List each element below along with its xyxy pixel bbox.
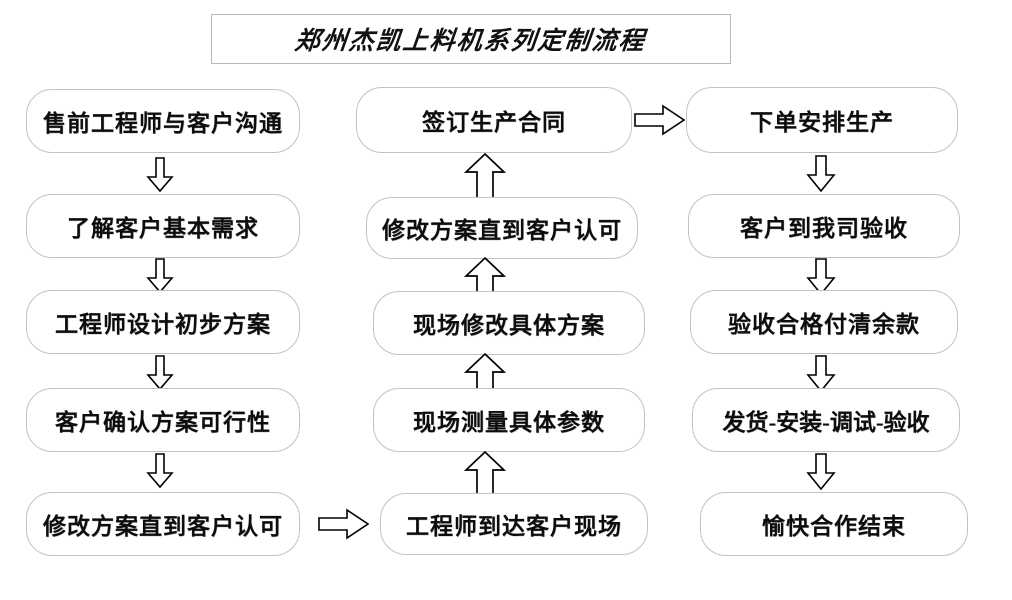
node-label: 售前工程师与客户沟通	[43, 111, 283, 136]
node-label: 现场测量具体参数	[413, 410, 605, 435]
arrow-down-icon	[146, 157, 174, 193]
arrow-up-icon	[464, 450, 506, 495]
node-engineer-arrive[interactable]: 工程师到达客户现场	[380, 493, 648, 555]
node-label: 工程师到达客户现场	[406, 514, 622, 539]
arrow-c3-r4-r5	[805, 453, 837, 491]
node-customer-inspection[interactable]: 客户到我司验收	[688, 194, 960, 258]
node-ship-install-debug-accept[interactable]: 发货-安装-调试-验收	[692, 388, 960, 452]
node-label: 发货-安装-调试-验收	[722, 410, 930, 435]
node-revise-until-approved-1[interactable]: 修改方案直到客户认可	[26, 492, 300, 556]
arrow-c1-r4-r5	[145, 453, 175, 489]
arrow-c3-r2-r3	[805, 258, 837, 296]
arrow-right-icon	[318, 508, 370, 540]
arrow-right-icon	[634, 104, 686, 136]
node-label: 修改方案直到客户认可	[43, 514, 283, 539]
node-label: 了解客户基本需求	[67, 216, 259, 241]
chart-title: 郑州杰凯上料机系列定制流程	[293, 28, 648, 55]
node-pay-balance[interactable]: 验收合格付清余款	[690, 290, 958, 354]
arrow-c2-to-c3	[634, 103, 686, 137]
node-place-order[interactable]: 下单安排生产	[686, 87, 958, 153]
node-label: 客户确认方案可行性	[55, 410, 271, 435]
arrow-down-icon	[146, 355, 174, 391]
node-label: 愉快合作结束	[762, 514, 906, 539]
node-label: 客户到我司验收	[740, 216, 908, 241]
node-label: 工程师设计初步方案	[55, 312, 271, 337]
arrow-c2-r2-r1	[464, 152, 506, 200]
node-engineer-design[interactable]: 工程师设计初步方案	[26, 290, 300, 354]
arrow-c1-to-c2	[318, 507, 370, 541]
arrow-c3-r3-r4	[805, 355, 837, 393]
arrow-down-icon	[146, 453, 174, 489]
arrow-down-icon	[806, 355, 836, 393]
arrow-down-icon	[806, 155, 836, 193]
arrow-down-icon	[806, 453, 836, 491]
node-revise-until-approved-2[interactable]: 修改方案直到客户认可	[366, 197, 638, 259]
arrow-down-icon	[806, 258, 836, 296]
node-understand-needs[interactable]: 了解客户基本需求	[26, 194, 300, 258]
node-onsite-revise-plan[interactable]: 现场修改具体方案	[373, 291, 645, 355]
arrow-c2-r5-r4	[464, 450, 506, 496]
arrow-c1-r3-r4	[145, 355, 175, 391]
node-happy-cooperation-end[interactable]: 愉快合作结束	[700, 492, 968, 556]
node-sign-contract[interactable]: 签订生产合同	[356, 87, 632, 153]
node-presale-communication[interactable]: 售前工程师与客户沟通	[26, 89, 300, 153]
node-label: 现场修改具体方案	[413, 313, 605, 338]
node-customer-confirm[interactable]: 客户确认方案可行性	[26, 388, 300, 452]
arrow-c1-r1-r2	[145, 157, 175, 193]
node-label: 验收合格付清余款	[728, 312, 920, 337]
node-label: 签订生产合同	[422, 110, 566, 135]
node-onsite-measure[interactable]: 现场测量具体参数	[373, 388, 645, 452]
chart-title-box: 郑州杰凯上料机系列定制流程	[211, 14, 731, 64]
arrow-c3-r1-r2	[805, 155, 837, 193]
node-label: 下单安排生产	[750, 110, 894, 135]
arrow-down-icon	[146, 258, 174, 294]
arrow-c1-r2-r3	[145, 258, 175, 294]
node-label: 修改方案直到客户认可	[382, 218, 622, 243]
arrow-up-icon	[464, 152, 506, 199]
